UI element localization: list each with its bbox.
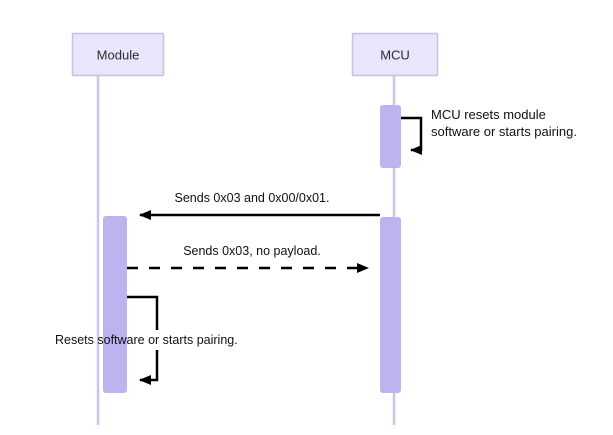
activation-bar-mcu-bottom — [380, 217, 401, 393]
self-message-mcu-reset[interactable]: MCU resets module software or starts pai… — [401, 107, 577, 155]
self-message-module-reset-path-lower — [139, 350, 159, 385]
participant-module-label: Module — [97, 48, 140, 63]
participant-mcu-label: MCU — [380, 48, 410, 63]
participant-mcu-box — [351, 32, 439, 77]
participant-module-box — [71, 32, 165, 77]
message-module-to-mcu-label: Sends 0x03, no payload. — [183, 244, 321, 258]
self-message-module-reset-label: Resets software or starts pairing. — [55, 333, 238, 347]
self-message-module-reset[interactable]: Resets software or starts pairing. — [55, 295, 238, 385]
message-module-to-mcu[interactable]: Sends 0x03, no payload. — [127, 244, 369, 273]
participant-module[interactable]: Module — [71, 32, 165, 77]
activation-bar-module — [103, 216, 127, 393]
message-mcu-to-module[interactable]: Sends 0x03 and 0x00/0x01. — [139, 191, 380, 220]
self-message-mcu-reset-label-line2: software or starts pairing. — [431, 124, 577, 139]
message-mcu-to-module-label: Sends 0x03 and 0x00/0x01. — [175, 191, 330, 205]
self-message-module-reset-path-upper — [127, 295, 159, 330]
participant-mcu[interactable]: MCU — [351, 32, 439, 77]
activation-bar-mcu-top — [380, 105, 401, 168]
self-message-mcu-reset-path — [401, 116, 423, 155]
self-message-mcu-reset-label-line1: MCU resets module — [431, 107, 546, 122]
